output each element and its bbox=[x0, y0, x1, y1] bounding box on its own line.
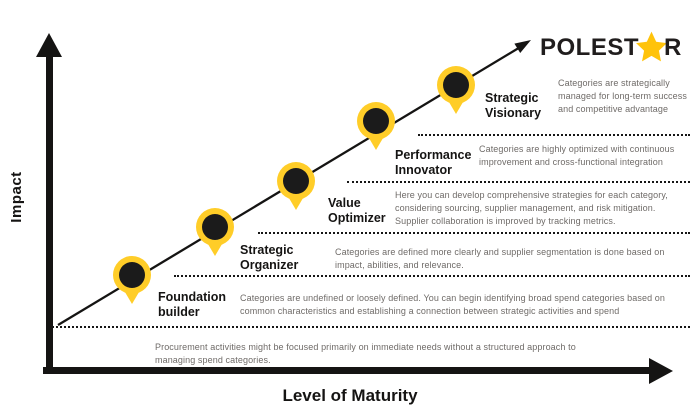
pin-dot bbox=[363, 108, 389, 134]
level-description-foundation-builder: Categories are undefined or loosely defi… bbox=[240, 293, 665, 317]
trend-arrowhead-icon bbox=[514, 40, 531, 53]
pin-value-optimizer bbox=[276, 161, 316, 215]
y-axis-arrowhead-icon bbox=[36, 33, 62, 57]
level-label-performance-innovator: Performance Innovator bbox=[395, 148, 472, 177]
dotted-separator bbox=[347, 181, 690, 183]
level-description-strategic-organizer: Categories are defined more clearly and … bbox=[335, 247, 665, 271]
star-icon bbox=[636, 31, 667, 62]
level-description-value-optimizer: Here you can develop comprehensive strat… bbox=[395, 190, 668, 227]
pin-strategic-organizer bbox=[195, 207, 235, 261]
level-description-strategic-visionary: Categories are strategically managed for… bbox=[558, 78, 687, 115]
x-axis-arrowhead-icon bbox=[649, 358, 673, 384]
pin-strategic-visionary bbox=[436, 65, 476, 119]
logo-text-left: POLEST bbox=[540, 33, 640, 61]
dotted-separator bbox=[174, 275, 690, 277]
level-label-strategic-visionary: Strategic Visionary bbox=[485, 91, 542, 120]
y-axis bbox=[46, 52, 53, 373]
level-label-strategic-organizer: Strategic Organizer bbox=[240, 243, 299, 272]
dotted-separator bbox=[258, 232, 690, 234]
logo-text-right: R bbox=[664, 33, 682, 61]
dotted-separator bbox=[52, 326, 690, 328]
level-label-value-optimizer: Value Optimizer bbox=[328, 196, 386, 225]
pin-performance-innovator bbox=[356, 101, 396, 155]
level-description-performance-innovator: Categories are highly optimized with con… bbox=[479, 144, 675, 168]
pin-dot bbox=[283, 168, 309, 194]
dotted-separator bbox=[418, 134, 690, 136]
x-axis bbox=[43, 367, 651, 374]
level-label-foundation-builder: Foundation builder bbox=[158, 290, 227, 319]
baseline-note: Procurement activities might be focused … bbox=[155, 342, 576, 366]
polestar-logo: POLEST R bbox=[540, 30, 682, 65]
pin-dot bbox=[202, 214, 228, 240]
pin-dot bbox=[443, 72, 469, 98]
y-axis-label: Impact bbox=[8, 171, 25, 223]
x-axis-label: Level of Maturity bbox=[282, 386, 418, 405]
pin-dot bbox=[119, 262, 145, 288]
pin-foundation-builder bbox=[112, 255, 152, 309]
